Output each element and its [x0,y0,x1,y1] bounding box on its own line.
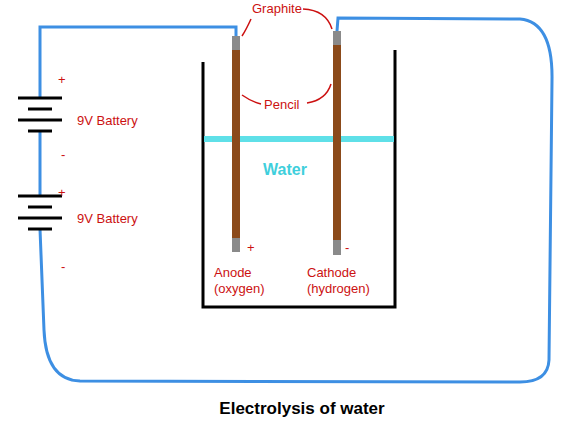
part-label: Cathode (hydrogen) [307,265,370,297]
part-label: 9V Battery [77,211,138,227]
part-label: - [345,240,349,256]
battery-symbol [18,196,62,229]
graphite-tip [333,240,341,255]
graphite-tip [333,31,341,45]
part-label: Anode (oxygen) [214,265,265,297]
region-label: Water [263,160,307,179]
leader-line [307,84,331,103]
part-label: 9V Battery [77,113,138,129]
part-label: - [61,259,65,275]
wire [40,18,552,382]
graphite-tip [232,36,240,50]
battery-symbol [18,98,62,131]
wire [40,27,236,98]
part-label: Pencil [264,97,299,113]
wire [39,131,42,196]
graphite-tip [232,238,240,252]
part-label: + [247,240,255,256]
part-label: + [58,185,66,201]
leader-line [303,9,332,29]
leader-line [242,19,251,36]
part-label: - [61,147,65,163]
caption: Electrolysis of water [152,399,452,419]
pencil [333,45,341,240]
leader-line [242,95,261,104]
pencil [232,50,240,238]
beaker [203,50,395,307]
part-label: Graphite [252,1,302,17]
part-label: + [58,72,66,88]
